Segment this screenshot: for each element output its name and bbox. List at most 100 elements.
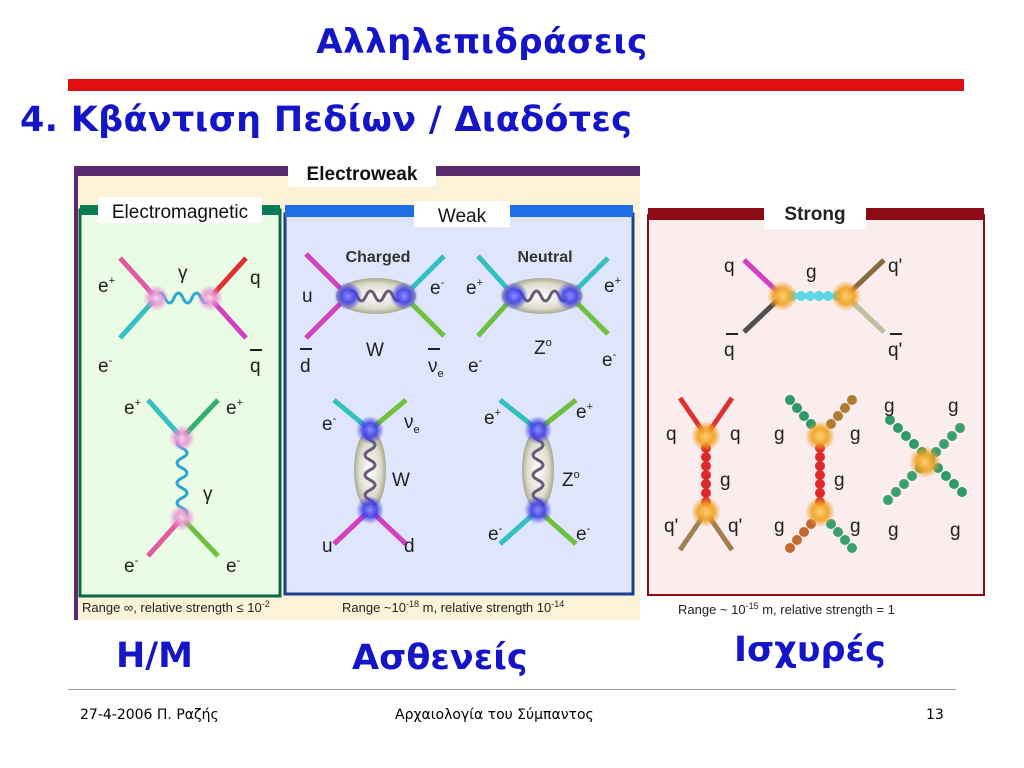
weak-neutral-scattering: e+ e+ e- e- Zo	[484, 398, 593, 546]
vertex	[524, 496, 552, 524]
strong-range-caption: Range ~ 10-15 m, relative strength = 1	[678, 601, 895, 617]
label-tl: q	[666, 424, 677, 445]
label-bl: g	[774, 516, 785, 537]
electroweak-left-edge	[74, 166, 78, 620]
label-br: e-	[576, 523, 591, 545]
em-box	[78, 208, 282, 598]
label-tr: q	[730, 424, 741, 445]
mediator-label: Zo	[534, 337, 552, 359]
label-tr: e+	[604, 275, 621, 297]
label-br: d	[404, 536, 415, 557]
label-tr: g	[948, 396, 959, 417]
label-bl: d	[300, 356, 311, 377]
label-tl: g	[774, 424, 785, 445]
strong-label-box	[764, 199, 866, 229]
diagram-heading: Charged	[346, 249, 411, 266]
mediator-label: g	[806, 262, 817, 283]
label-tr: q	[250, 268, 261, 289]
vertex	[691, 497, 721, 527]
label-tr: e+	[226, 397, 243, 419]
label-tr: e-	[430, 277, 445, 299]
weak-label: Weak	[438, 206, 487, 227]
weak-panel: Weak Charged u e- d νe W Neutral	[283, 201, 635, 615]
electroweak-label-box	[288, 159, 436, 187]
label-tl: e+	[98, 275, 115, 297]
label-bl: g	[888, 520, 899, 541]
electromagnetic-panel: Electromagnetic e+ q e- q γ e+	[78, 197, 282, 615]
weak-label-box	[414, 201, 510, 227]
electroweak-label: Electroweak	[307, 164, 418, 185]
title-rule	[68, 79, 964, 91]
label-bl: u	[322, 536, 333, 557]
mediator-label: W	[392, 470, 410, 491]
label-br: q'	[728, 516, 742, 537]
vertex	[831, 281, 861, 311]
vertex	[805, 421, 835, 451]
em-diagram-annihilation: e+ q e- q γ	[98, 256, 262, 377]
label-tl: q	[724, 256, 735, 277]
label-tl: e-	[322, 413, 337, 435]
weak-box	[283, 212, 635, 596]
label-br: g	[950, 520, 961, 541]
vertex	[390, 282, 418, 310]
strong-annihilation: q q' q q' g	[724, 256, 902, 361]
label-br: e-	[226, 555, 241, 577]
vertex	[169, 425, 195, 451]
label-bl: q'	[664, 516, 678, 537]
photon-propagator	[175, 436, 189, 520]
em-label-box	[98, 197, 262, 223]
label-br: νe	[428, 356, 444, 380]
label-bl: e-	[488, 523, 503, 545]
vertex	[805, 497, 835, 527]
weak-range-caption: Range ~10-18 m, relative strength 10-14	[342, 599, 564, 615]
footer-course-title: Αρχαιολογία του Σύμπαντος	[395, 707, 594, 723]
mediator-label: g	[834, 470, 845, 491]
label-br: g	[850, 516, 861, 537]
label-tr: e+	[576, 401, 593, 423]
vertex	[356, 496, 384, 524]
strong-box	[647, 214, 985, 596]
vertex	[143, 285, 169, 311]
label-bl: e-	[124, 555, 139, 577]
em-label: Electromagnetic	[112, 202, 248, 223]
label-br: e-	[602, 349, 617, 371]
label-tl: e+	[124, 397, 141, 419]
vertex	[500, 282, 528, 310]
category-strong: Ισχυρές	[734, 630, 886, 670]
strong-panel: Strong q q' q q' g	[644, 199, 986, 621]
label-br: q	[250, 356, 261, 377]
vertex	[197, 285, 223, 311]
label-tl: g	[884, 396, 895, 417]
mediator-label: Zo	[562, 469, 580, 491]
vertex	[169, 505, 195, 531]
diagram-heading: Neutral	[517, 249, 572, 266]
label-tr: νe	[404, 412, 420, 436]
em-range-caption: Range ∞, relative strength ≤ 10-2	[82, 599, 270, 615]
vertex	[691, 421, 721, 451]
strong-quark-scattering: q q q' q' g	[664, 396, 742, 552]
label-tl: e+	[466, 277, 483, 299]
weak-charged-scattering: e- νe u d W	[322, 398, 420, 557]
label-tl: e+	[484, 407, 501, 429]
weak-charged-annihilation: Charged u e- d νe W	[300, 249, 446, 380]
mediator-label: γ	[203, 484, 213, 505]
label-bl: q	[724, 340, 735, 361]
label-br: q'	[888, 340, 902, 361]
mediator-label: g	[720, 470, 731, 491]
vertex	[556, 282, 584, 310]
label-bl: e-	[98, 355, 113, 377]
vertex	[334, 282, 362, 310]
label-tr: g	[850, 424, 861, 445]
vertex	[356, 416, 384, 444]
footer-author-date: 27-4-2006 Π. Ραζής	[80, 707, 219, 723]
strong-gluon-scattering: g g g g g	[774, 395, 861, 553]
label-bl: e-	[468, 355, 483, 377]
weak-neutral-annihilation: Neutral e+ e+ e- e- Zo	[466, 249, 621, 377]
mediator-label: γ	[178, 263, 188, 284]
category-weak: Ασθενείς	[352, 638, 528, 678]
category-electromagnetic: Η/Μ	[116, 636, 193, 676]
vertex	[909, 446, 941, 478]
vertex	[767, 281, 797, 311]
footer-rule	[68, 689, 956, 690]
